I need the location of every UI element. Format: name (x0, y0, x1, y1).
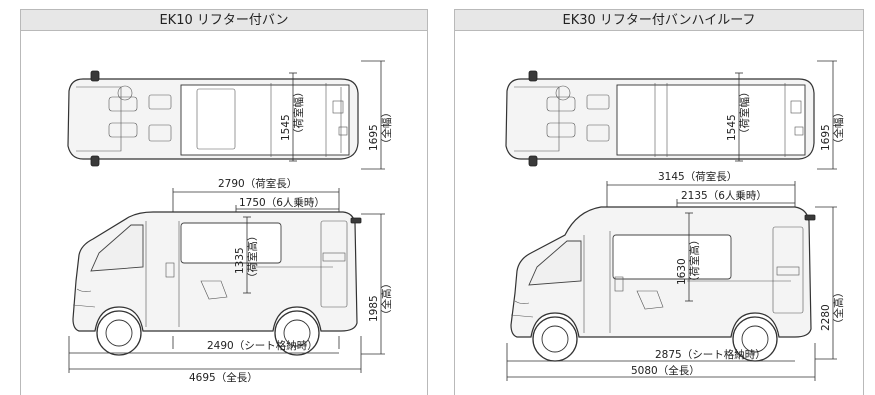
length-dimensions-bottom: 2490（シート格納時） 4695（全長） (68, 336, 362, 384)
panel-title: EK10 リフター付バン (21, 9, 427, 31)
cargo-length-label: 2790（荷室長） (218, 177, 297, 190)
top-view-van (505, 70, 815, 167)
side-view-van (510, 206, 816, 362)
cargo-height-label: （荷室高） (688, 235, 701, 288)
overall-width-label: （全幅） (380, 107, 393, 149)
seat-stowed-length-label: 2875（シート格納時） (655, 348, 766, 361)
ek10-diagram: 1545 （荷室幅） 1695 （全幅） 2790（荷室長） 1750（6人乗時… (67, 60, 393, 384)
cargo-width-value: 1545 (280, 114, 292, 141)
six-seat-length-label: 2135（6人乗時） (681, 190, 767, 202)
overall-width-value: 1695 (368, 124, 380, 151)
seat-stowed-length-label: 2490（シート格納時） (207, 339, 318, 352)
overall-height-label: （全高） (832, 287, 845, 329)
height-dimensions: 1335 （荷室高） 1985 （全高） (234, 213, 393, 355)
ek10-panel: EK10 リフター付バン 1545 （荷室幅） (20, 9, 428, 395)
overall-width-label: （全幅） (832, 107, 845, 149)
six-seat-length-label: 1750（6人乗時） (239, 197, 325, 209)
ek30-panel: EK30 リフター付バンハイルーフ 1545 （荷室幅） (454, 9, 864, 395)
top-view-dimensions: 1545 （荷室幅） 1695 （全幅） (280, 60, 393, 170)
cargo-height-label: （荷室高） (246, 231, 259, 284)
length-dimensions-top: 3145（荷室長） 2135（6人乗時） (606, 170, 796, 321)
cargo-height-value: 1335 (234, 247, 246, 274)
cargo-length-label: 3145（荷室長） (658, 170, 737, 183)
overall-width-value: 1695 (820, 124, 832, 151)
ek30-diagram: 1545 （荷室幅） 1695 （全幅） 3145（荷室長） 2135（6人乗時… (505, 60, 845, 381)
length-dimensions-bottom: 2875（シート格納時） 5080（全長） (506, 343, 816, 381)
top-view-van (67, 70, 359, 167)
cargo-width-label: （荷室幅） (738, 87, 751, 140)
top-view-dimensions: 1545 （荷室幅） 1695 （全幅） (726, 60, 845, 170)
cargo-width-value: 1545 (726, 114, 738, 141)
overall-height-label: （全高） (380, 278, 393, 320)
overall-length-label: 4695（全長） (189, 371, 258, 384)
cargo-height-value: 1630 (676, 258, 688, 285)
overall-length-label: 5080（全長） (631, 364, 700, 377)
overall-height-value: 1985 (368, 295, 380, 322)
overall-height-value: 2280 (820, 304, 832, 331)
panel-title: EK30 リフター付バンハイルーフ (455, 9, 863, 31)
cargo-width-label: （荷室幅） (292, 87, 305, 140)
side-view-van (72, 211, 362, 356)
height-dimensions: 1630 （荷室高） 2280 （全高） (676, 206, 845, 360)
